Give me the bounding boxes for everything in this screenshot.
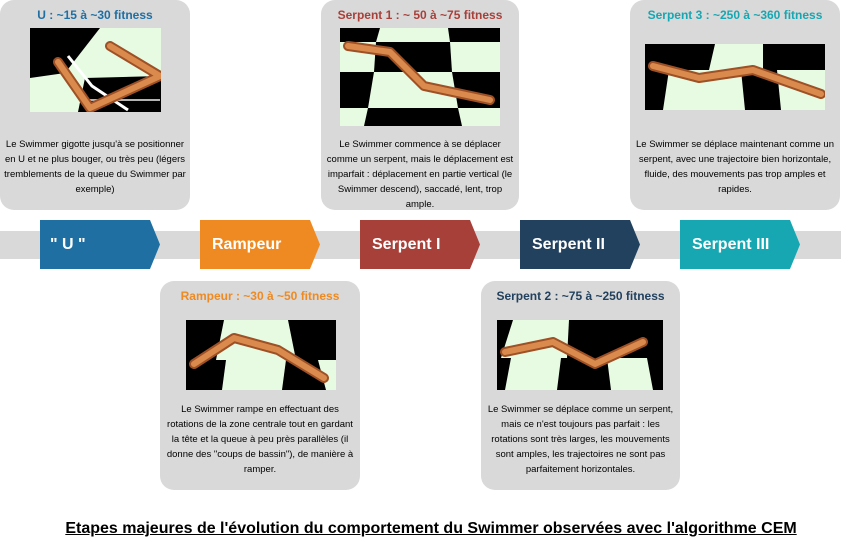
card-title: Serpent 3 : ~250 à ~360 fitness	[647, 8, 823, 22]
card-description: Le Swimmer commence à se déplacer comme …	[326, 139, 514, 210]
swimmer-serpent1-thumbnail	[340, 28, 500, 126]
card-title: Serpent 2 : ~75 à ~250 fitness	[496, 289, 665, 303]
stage-label: Serpent II	[532, 236, 605, 253]
card-u: U : ~15 à ~30 fitness Le Swimmer gigotte…	[0, 0, 190, 210]
figure-caption: Etapes majeures de l'évolution du compor…	[65, 520, 797, 537]
card-serpent-2: Serpent 2 : ~75 à ~250 fitness Le Swimme…	[481, 281, 680, 490]
swimmer-serpent2-thumbnail	[497, 320, 663, 390]
card-description: Le Swimmer rampe en effectuant des rotat…	[166, 404, 354, 475]
card-title: U : ~15 à ~30 fitness	[37, 8, 153, 22]
stage-rampeur: Rampeur	[200, 220, 320, 269]
stage-label: " U "	[50, 236, 86, 253]
stage-serpent-1: Serpent I	[360, 220, 480, 269]
stage-u: " U "	[40, 220, 160, 269]
stage-label: Serpent III	[692, 236, 770, 253]
stage-arrow-shape	[520, 220, 640, 269]
stage-arrow-shape	[360, 220, 480, 269]
swimmer-rampeur-thumbnail	[186, 320, 336, 390]
card-description: Le Swimmer se déplace maintenant comme u…	[635, 139, 834, 195]
stage-label: Serpent I	[372, 236, 441, 253]
stage-serpent-2: Serpent II	[520, 220, 640, 269]
card-serpent-3: Serpent 3 : ~250 à ~360 fitness Le Swimm…	[630, 0, 840, 210]
stage-arrow-shape	[200, 220, 320, 269]
card-title: Rampeur : ~30 à ~50 fitness	[180, 289, 340, 303]
card-rampeur: Rampeur : ~30 à ~50 fitness Le Swimmer r…	[160, 281, 360, 490]
swimmer-serpent3-thumbnail	[645, 44, 825, 110]
stage-arrow-shape	[680, 220, 800, 269]
stage-label: Rampeur	[212, 236, 282, 253]
stage-arrow-shape	[40, 220, 160, 269]
card-serpent-1: Serpent 1 : ~ 50 à ~75 fitness Le Swimme…	[321, 0, 519, 210]
card-title: Serpent 1 : ~ 50 à ~75 fitness	[337, 8, 503, 22]
swimmer-u-thumbnail	[30, 28, 161, 112]
stage-serpent-3: Serpent III	[680, 220, 800, 269]
card-description: Le Swimmer gigotte jusqu'à se positionne…	[4, 139, 186, 195]
card-description: Le Swimmer se déplace comme un serpent, …	[487, 404, 674, 475]
